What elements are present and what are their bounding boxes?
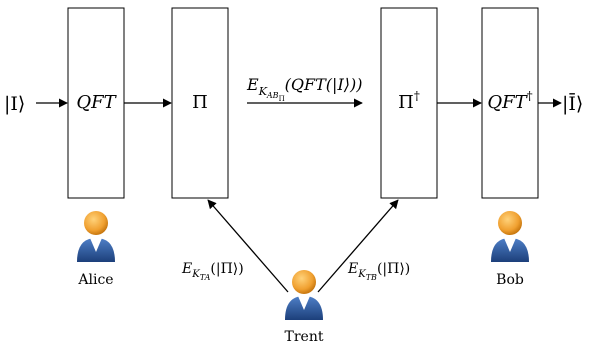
bob-avatar-icon — [491, 211, 529, 262]
trent-name: Trent — [285, 329, 324, 345]
bob-name: Bob — [496, 272, 524, 288]
qft-block — [67, 7, 125, 199]
alice-name: Alice — [77, 272, 113, 288]
output-state: |Ī⟩ — [562, 92, 583, 115]
qft-dagger-block — [481, 7, 539, 199]
qft-dagger-label: QFT† — [487, 89, 532, 113]
trent-to-pi-dagger-arrow — [317, 199, 399, 293]
input-state: |I⟩ — [4, 93, 25, 115]
qft-label: QFT — [76, 92, 117, 113]
pi-dagger-block — [380, 7, 438, 199]
pi-label: Π — [192, 92, 208, 113]
trent-avatar-icon — [285, 270, 323, 320]
pi-block — [171, 7, 229, 199]
alice-avatar-icon — [77, 211, 115, 262]
trent-bob-key-label: EKTB(|Π⟩) — [347, 261, 410, 282]
pi-dagger-label: Π† — [398, 89, 420, 113]
trent-to-pi-arrow — [207, 199, 289, 293]
trent-alice-key-label: EKTA(|Π⟩) — [181, 261, 244, 282]
channel-label: EKABΠ(QFT(|I⟩)) — [246, 75, 362, 103]
